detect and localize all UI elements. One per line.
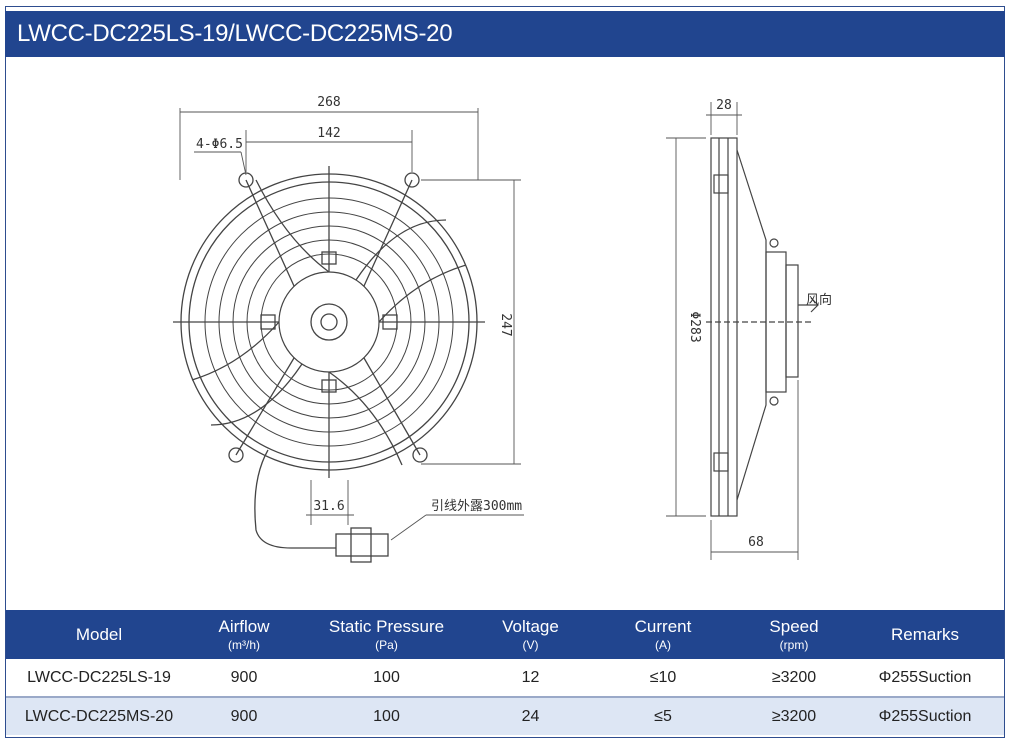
dim-airflow-label: 风向 [806, 292, 832, 308]
col-header-static-pressure: Static Pressure(Pa) [296, 610, 477, 659]
cell-model: LWCC-DC225MS-20 [6, 697, 192, 735]
col-header-speed: Speed(rpm) [742, 610, 846, 659]
dim-depth-top: 28 [716, 98, 732, 113]
side-dimensions [666, 102, 799, 560]
cell-speed: ≥3200 [742, 659, 846, 698]
cell-airflow: 900 [192, 659, 296, 698]
page-title: LWCC-DC225LS-19/LWCC-DC225MS-20 [5, 11, 1005, 57]
col-header-airflow: Airflow(m³/h) [192, 610, 296, 659]
dim-lead-note: 引线外露300mm [431, 499, 522, 514]
front-view [173, 166, 485, 563]
cell-current: ≤5 [584, 697, 742, 735]
dim-diameter: Φ283 [687, 311, 702, 342]
spec-table: Model Airflow(m³/h) Static Pressure(Pa) … [6, 610, 1004, 735]
dim-holes: 4-Φ6.5 [196, 137, 243, 152]
dim-overall-width: 268 [317, 95, 340, 110]
table-row: LWCC-DC225MS-20 900 100 24 ≤5 ≥3200 Φ255… [6, 697, 1004, 735]
cell-speed: ≥3200 [742, 697, 846, 735]
cell-current: ≤10 [584, 659, 742, 698]
dim-depth-bottom: 68 [748, 535, 764, 550]
dim-height: 247 [498, 313, 513, 336]
col-header-voltage: Voltage(V) [477, 610, 584, 659]
col-header-current: Current(A) [584, 610, 742, 659]
col-header-remarks: Remarks [846, 610, 1004, 659]
dim-bottom: 31.6 [313, 499, 344, 514]
cell-airflow: 900 [192, 697, 296, 735]
dim-hole-spacing: 142 [317, 126, 340, 141]
front-dimensions [179, 108, 524, 541]
cell-voltage: 12 [477, 659, 584, 698]
col-header-model: Model [6, 610, 192, 659]
cell-voltage: 24 [477, 697, 584, 735]
cell-model: LWCC-DC225LS-19 [6, 659, 192, 698]
technical-drawing: 268 142 4-Φ6.5 247 31.6 引线外露300mm [6, 60, 1004, 608]
table-row: LWCC-DC225LS-19 900 100 12 ≤10 ≥3200 Φ25… [6, 659, 1004, 698]
table-header-row: Model Airflow(m³/h) Static Pressure(Pa) … [6, 610, 1004, 659]
cell-remarks: Φ255Suction [846, 697, 1004, 735]
cell-static-pressure: 100 [296, 659, 477, 698]
cell-static-pressure: 100 [296, 697, 477, 735]
side-view [706, 137, 819, 517]
cell-remarks: Φ255Suction [846, 659, 1004, 698]
